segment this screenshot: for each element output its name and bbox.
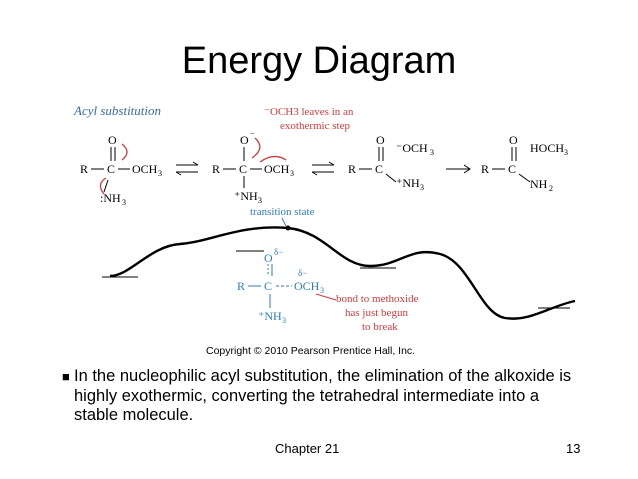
- svg-text:⁺NH: ⁺NH: [258, 309, 282, 323]
- svg-text:δ−: δ−: [298, 268, 307, 278]
- svg-text:3: 3: [282, 316, 286, 325]
- energy-diagram-svg: Acyl substitution ⁻ OCH3 leaves in an ex…: [73, 103, 576, 357]
- footer-page-number: 13: [566, 441, 581, 456]
- svg-text:R: R: [481, 162, 489, 176]
- svg-text:3: 3: [430, 148, 434, 157]
- svg-text:⁺NH: ⁺NH: [396, 176, 420, 190]
- bond-note-line1: bond to methoxide: [336, 293, 419, 305]
- svg-text:O: O: [240, 133, 249, 147]
- equilibrium-arrow-2: [311, 161, 335, 176]
- svg-text::NH: :NH: [100, 191, 121, 205]
- energy-curve: [109, 226, 576, 320]
- svg-text:R: R: [348, 162, 356, 176]
- svg-text:C: C: [107, 162, 115, 176]
- svg-text:⁻OCH: ⁻OCH: [396, 141, 428, 155]
- svg-text:OCH: OCH: [132, 162, 158, 176]
- svg-text:3: 3: [290, 169, 294, 178]
- svg-text:OCH: OCH: [294, 279, 320, 293]
- figure-heading: Acyl substitution: [73, 103, 161, 118]
- svg-text:O: O: [264, 251, 273, 265]
- leave-note-line1: OCH3 leaves in an: [270, 106, 354, 118]
- svg-text:R: R: [80, 162, 88, 176]
- svg-text:O: O: [108, 133, 117, 147]
- leave-note: ⁻ OCH3 leaves in an exothermic step: [264, 106, 354, 132]
- bullet-text: In the nucleophilic acyl substitution, t…: [74, 367, 572, 424]
- energy-diagram-figure: Acyl substitution ⁻ OCH3 leaves in an ex…: [60, 96, 580, 358]
- svg-text:3: 3: [420, 183, 424, 192]
- bullet-point: ■ In the nucleophilic acyl substitution,…: [62, 367, 574, 426]
- svg-text:OCH: OCH: [264, 162, 290, 176]
- equilibrium-arrow-1: [175, 161, 199, 176]
- forward-arrow: [446, 164, 471, 174]
- svg-text:O: O: [376, 133, 385, 147]
- transition-state-point: [285, 225, 291, 231]
- copyright-text: Copyright © 2010 Pearson Prentice Hall, …: [206, 345, 415, 357]
- bond-note-pointer: [315, 293, 337, 301]
- svg-text:O: O: [509, 133, 518, 147]
- svg-text:3: 3: [258, 196, 262, 205]
- bond-note-line3: to break: [362, 321, 398, 333]
- svg-text:3: 3: [122, 198, 126, 207]
- svg-text:3: 3: [564, 148, 568, 157]
- svg-text:C: C: [239, 162, 247, 176]
- slide-title: Energy Diagram: [181, 40, 457, 82]
- svg-text:HOCH: HOCH: [530, 141, 564, 155]
- energy-levels: [102, 250, 570, 309]
- svg-text:3: 3: [158, 169, 162, 178]
- svg-text:⁺NH: ⁺NH: [234, 189, 258, 203]
- bullet-square-icon: ■: [62, 369, 70, 384]
- footer-chapter: Chapter 21: [275, 441, 340, 456]
- svg-text:C: C: [508, 162, 516, 176]
- transition-state-pointer: [281, 217, 287, 227]
- svg-text:R: R: [237, 279, 245, 293]
- bond-note-line2: has just begun: [345, 307, 408, 319]
- svg-text:⁻: ⁻: [250, 130, 255, 140]
- transition-state-label: transition state: [250, 206, 315, 218]
- svg-text:⁻: ⁻: [264, 106, 270, 118]
- leave-note-line2: exothermic step: [280, 120, 350, 132]
- svg-text:C: C: [375, 162, 383, 176]
- svg-text:C: C: [264, 279, 272, 293]
- svg-text:3: 3: [320, 286, 324, 295]
- svg-text:NH: NH: [530, 177, 548, 191]
- svg-text:δ−: δ−: [274, 247, 283, 257]
- svg-text:2: 2: [549, 184, 553, 193]
- svg-text:R: R: [212, 162, 220, 176]
